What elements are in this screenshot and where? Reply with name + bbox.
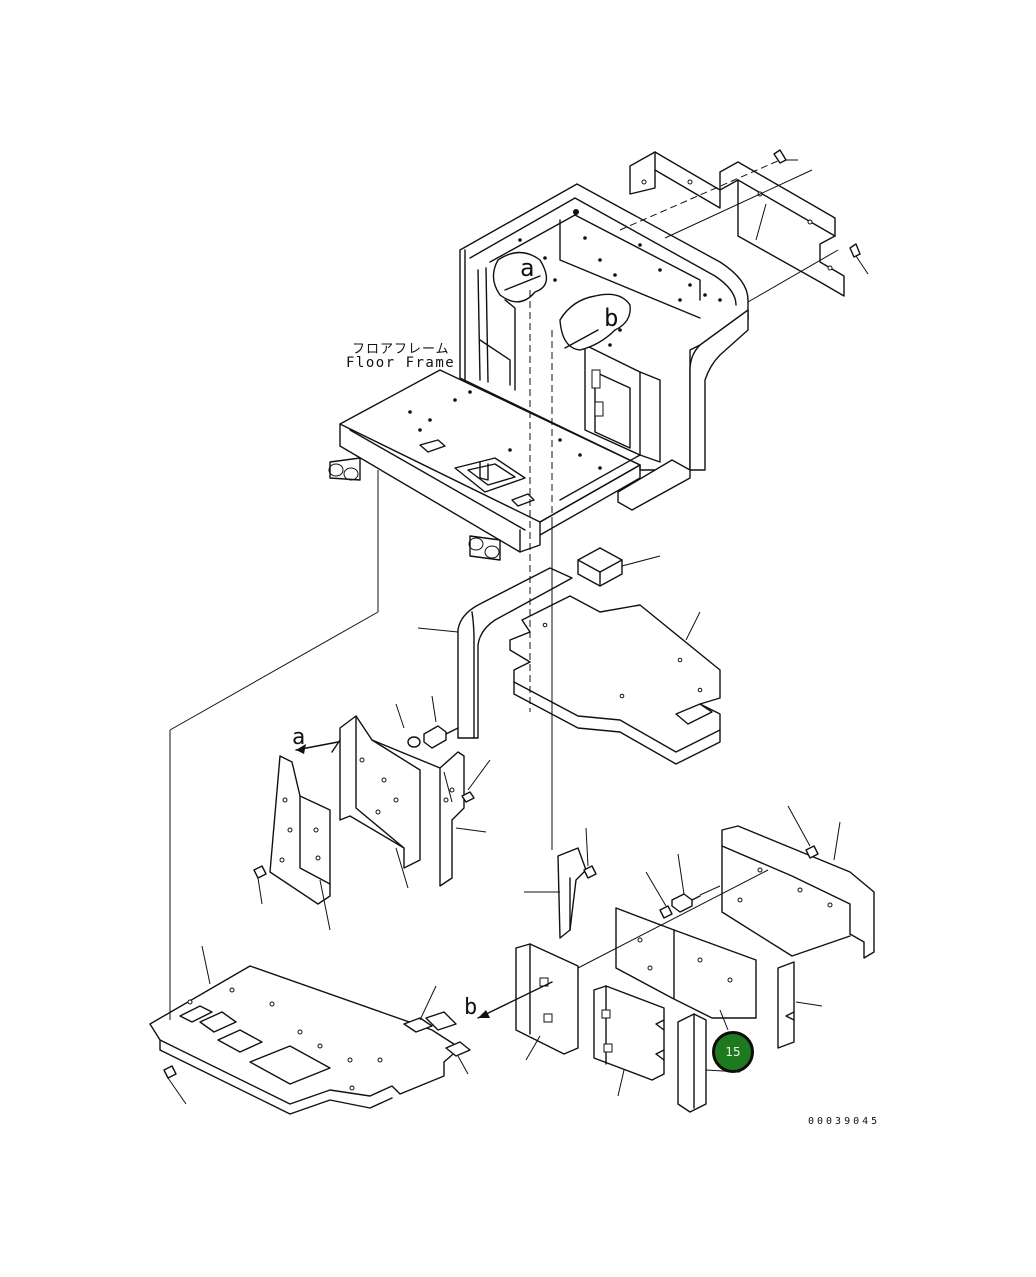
right-cover-plates	[615, 825, 875, 1049]
bottom-panel-middle	[593, 985, 665, 1081]
floor-seal-strip	[457, 567, 573, 739]
view-a-label-detail: a	[292, 725, 305, 750]
part-callout-15[interactable]: 15	[712, 1031, 754, 1073]
hidden-lines	[529, 159, 781, 712]
view-a-label-top: a	[520, 254, 534, 282]
bracket-assembly-a	[253, 715, 475, 905]
view-b-label-detail: b	[464, 995, 477, 1020]
view-b-label-top: b	[604, 304, 618, 332]
floor-frame-label-jp: フロアフレーム	[352, 342, 450, 357]
bottom-floor-plate	[149, 965, 553, 1115]
mounting-lug-right	[468, 535, 501, 561]
mounting-lug-left	[328, 457, 361, 481]
bottom-panel-right	[677, 1013, 707, 1113]
vertical-bracket	[557, 847, 597, 939]
leader-lines	[167, 159, 869, 1105]
pad-block	[577, 547, 623, 587]
floor-frame-label-en: Floor Frame	[346, 355, 456, 371]
floor-mat	[509, 595, 721, 765]
bottom-panel-left	[515, 943, 579, 1055]
floor-frame	[328, 183, 749, 561]
drawing-number: 00039045	[808, 1116, 881, 1127]
callout-number: 15	[725, 1045, 741, 1059]
